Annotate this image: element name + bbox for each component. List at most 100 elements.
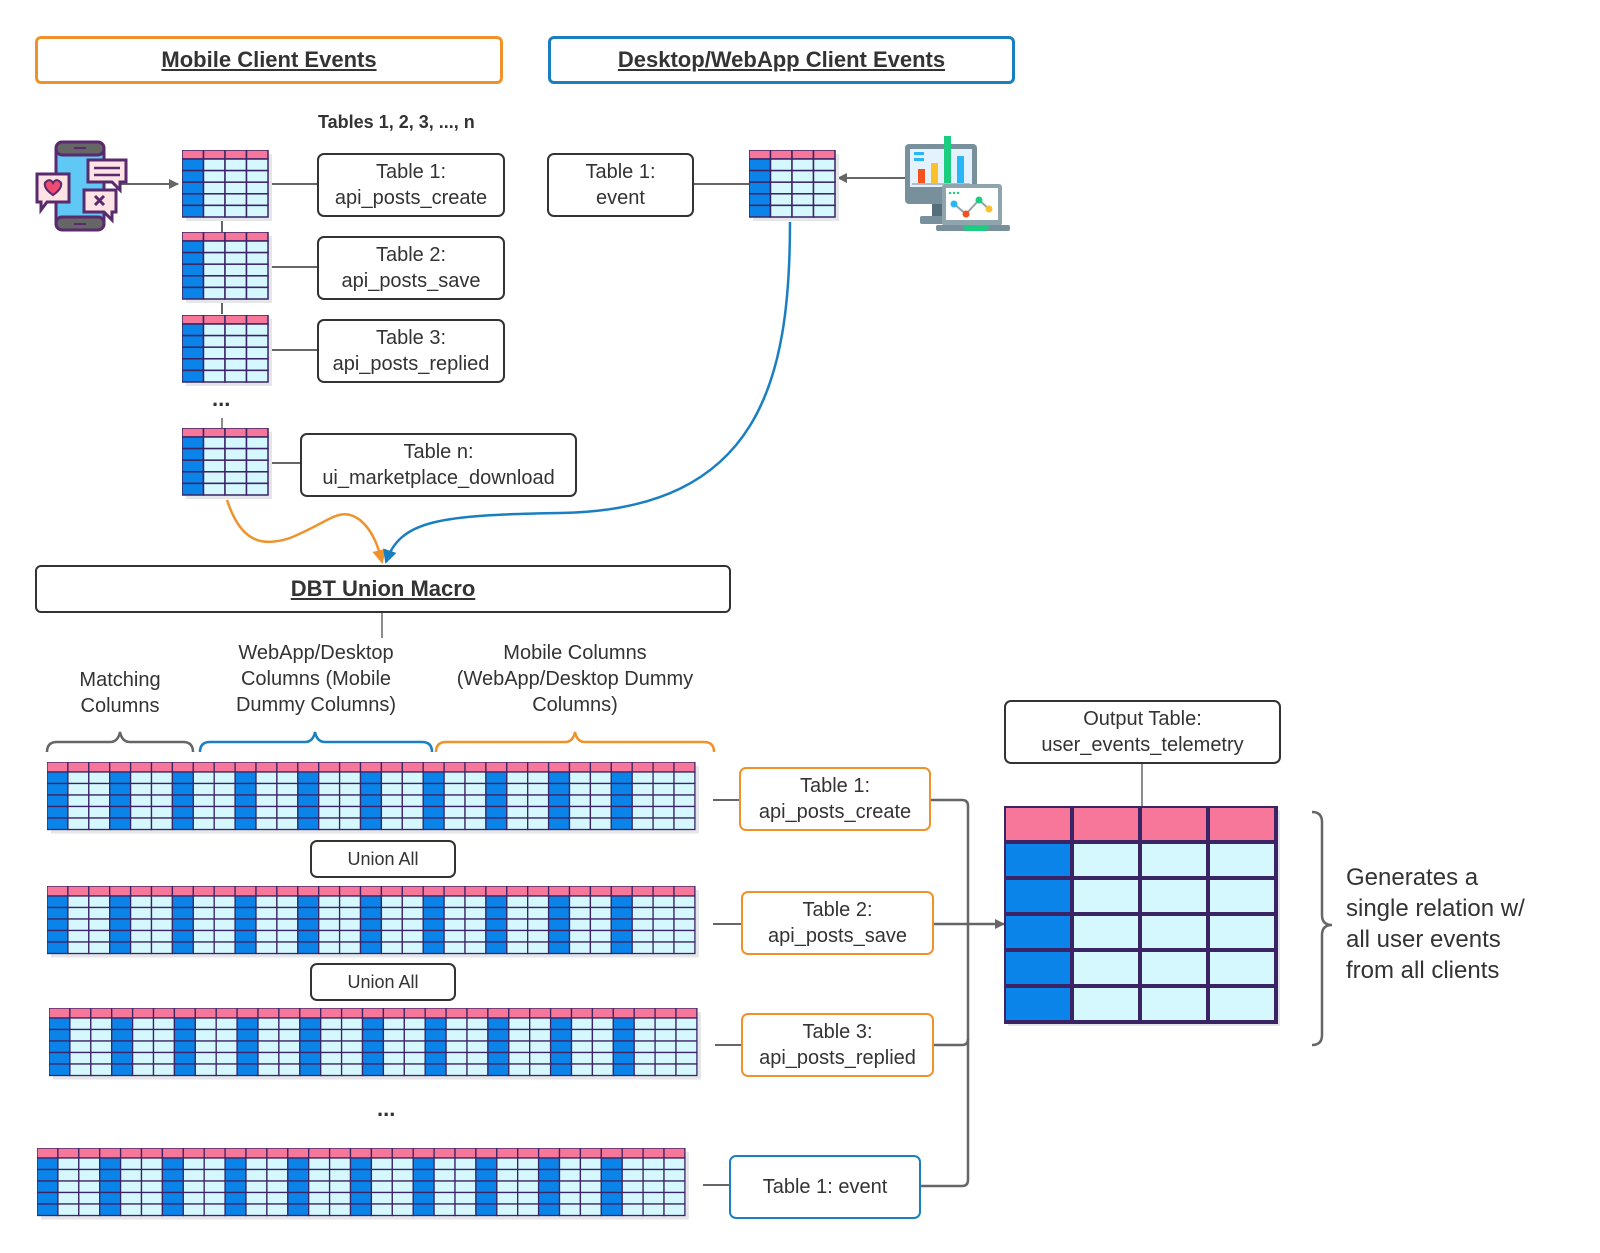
table-header-cell — [340, 1007, 364, 1019]
table-cell — [129, 805, 153, 819]
table-header-cell — [568, 761, 592, 773]
table-cell — [202, 158, 226, 172]
table-key-cell — [422, 782, 445, 796]
table-key-cell — [612, 1063, 635, 1077]
table-cell — [318, 929, 341, 943]
table-cell — [182, 1203, 205, 1217]
table-header-cell — [131, 1007, 155, 1019]
table-cell — [276, 794, 299, 808]
table-cell — [318, 941, 341, 955]
table-cell — [338, 895, 362, 909]
table-key-cell — [359, 929, 383, 943]
table-name: Table 1: event — [762, 1176, 888, 1198]
line: Columns (Mobile — [240, 668, 392, 690]
table-key-cell — [109, 918, 132, 932]
table-cell — [1070, 876, 1142, 916]
table-header-cell — [380, 761, 403, 773]
table-cell — [812, 181, 836, 195]
table-header-cell — [171, 885, 194, 897]
table-key-cell — [422, 771, 445, 785]
table-key-cell — [36, 1168, 59, 1182]
table-cell — [529, 1017, 552, 1031]
table-cell — [589, 895, 612, 909]
table-header-cell — [299, 1007, 322, 1019]
table-header-cell — [642, 1147, 665, 1159]
table-header-cell — [422, 885, 445, 897]
table-header-cell — [78, 1147, 101, 1159]
table-header-cell — [1206, 804, 1278, 844]
table-cell — [570, 1063, 594, 1077]
table-cell — [78, 1203, 101, 1217]
table-cell — [202, 471, 226, 485]
table-cell — [527, 782, 550, 796]
table-key-cell — [349, 1168, 373, 1182]
table-cell — [224, 358, 248, 372]
table-header-cell — [318, 885, 341, 897]
table-cell — [245, 459, 269, 473]
line: Columns — [80, 695, 160, 717]
table-cell — [245, 447, 269, 461]
table-cell — [129, 782, 153, 796]
table-cell — [652, 782, 675, 796]
table-cell — [529, 1028, 552, 1042]
table-cell — [464, 906, 487, 920]
table-key-cell — [236, 1051, 259, 1065]
table-key-cell — [549, 1063, 573, 1077]
table-cell — [245, 358, 269, 372]
table-cell — [508, 1040, 531, 1054]
table-cell — [245, 369, 269, 383]
union-row-label-3: Table 3: api_posts_replied — [741, 1013, 934, 1077]
table-cell — [642, 1191, 665, 1205]
table-cell — [454, 1203, 477, 1217]
table-header-cell — [769, 149, 793, 160]
table-cell — [1070, 840, 1142, 880]
table-cell — [673, 794, 696, 808]
table-cell — [380, 817, 403, 831]
table-cell — [224, 193, 248, 207]
mobile-table-3-label: Table 3: api_posts_replied — [317, 319, 505, 383]
table-cell — [224, 204, 248, 218]
table-cell — [338, 906, 362, 920]
table-cell — [591, 1028, 614, 1042]
line: Generates a — [1346, 864, 1479, 891]
table-cell — [192, 918, 215, 932]
table-cell — [401, 941, 424, 955]
table-header-cell — [245, 149, 269, 160]
table-header-cell — [36, 1147, 59, 1159]
table-header-cell — [140, 1147, 164, 1159]
table-cell — [673, 771, 696, 785]
table-cell — [633, 1028, 656, 1042]
table-cell — [78, 1168, 101, 1182]
table-cell — [791, 158, 815, 172]
table-cell — [1138, 876, 1210, 916]
table-cell — [445, 1028, 468, 1042]
table-key-cell — [234, 929, 257, 943]
table-cell — [69, 1017, 92, 1031]
table-header-cell — [401, 761, 424, 773]
table-cell — [192, 817, 215, 831]
table-key-cell — [547, 817, 571, 831]
table-cell — [466, 1040, 489, 1054]
table-cell — [642, 1180, 665, 1194]
table-key-cell — [537, 1203, 561, 1217]
table-cell — [194, 1051, 217, 1065]
table-header-cell — [1138, 804, 1210, 844]
table-key-cell — [612, 1051, 635, 1065]
table-cell — [464, 941, 487, 955]
table-key-cell — [181, 286, 205, 300]
table-key-cell — [610, 782, 633, 796]
table-name: api_posts_create — [334, 187, 488, 209]
table-cell — [370, 1157, 393, 1171]
table-cell — [224, 275, 248, 289]
table-cell — [506, 794, 529, 808]
table-cell — [215, 1028, 238, 1042]
table-header-cell — [192, 761, 215, 773]
table-cell — [464, 771, 487, 785]
table-cell — [464, 782, 487, 796]
output-title: Output Table: — [1083, 708, 1202, 730]
table-key-cell — [610, 941, 633, 955]
table-cell — [812, 204, 836, 218]
table-cell — [90, 1017, 113, 1031]
table-header-cell — [181, 231, 205, 242]
table-cell — [443, 918, 466, 932]
